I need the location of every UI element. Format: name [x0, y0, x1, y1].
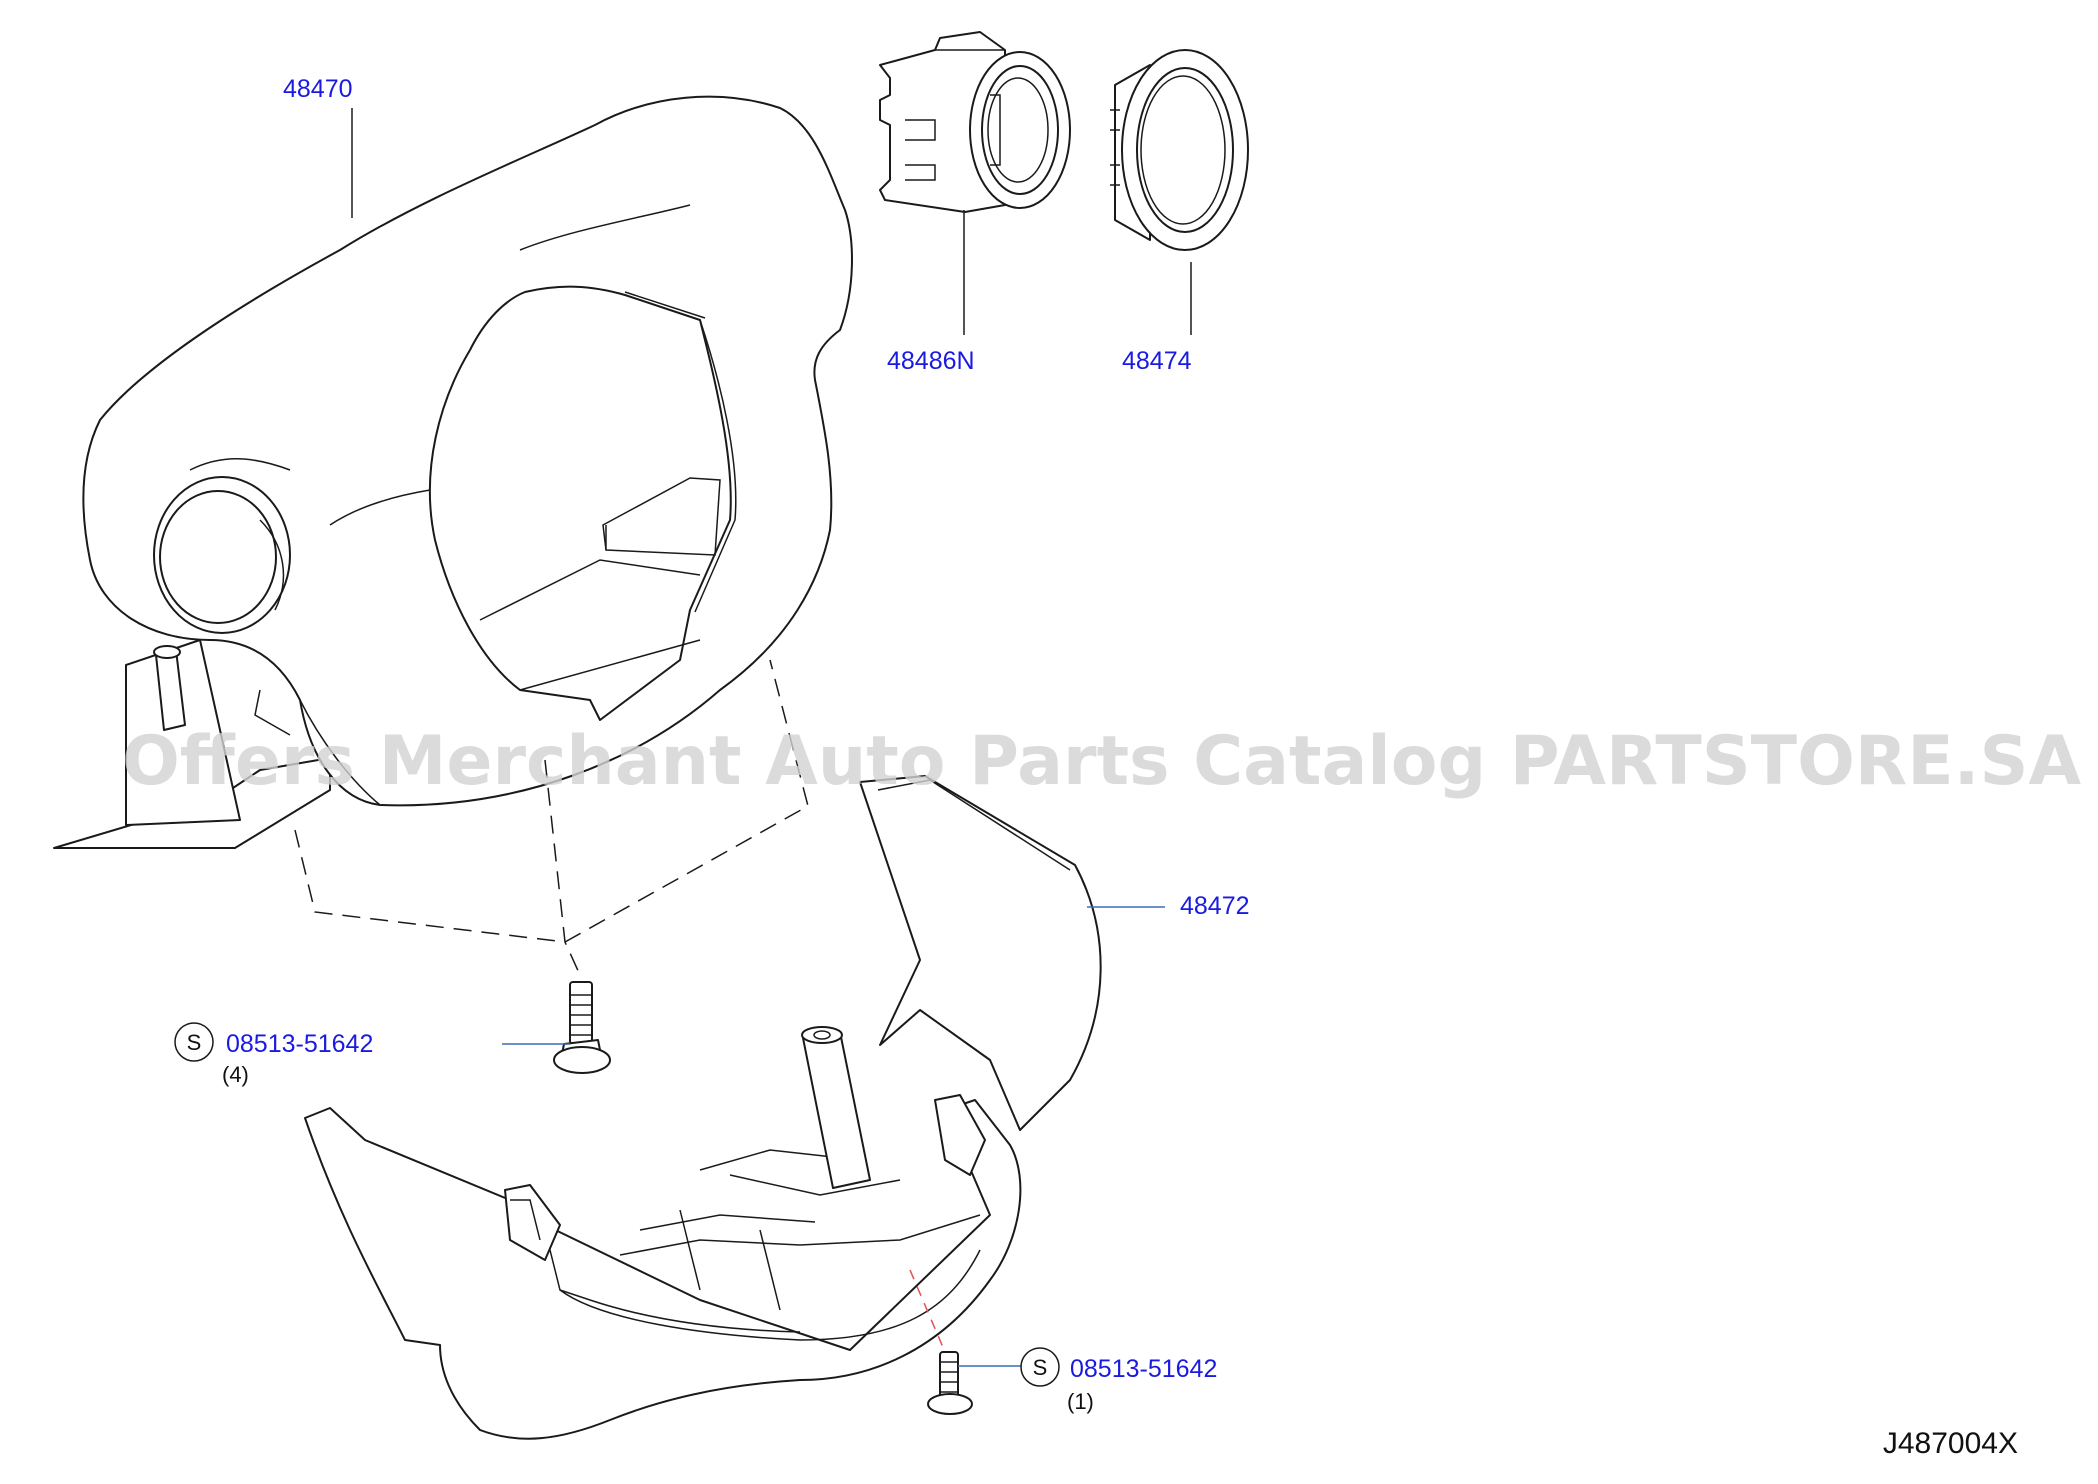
callout-48472[interactable]: 48472 [1180, 892, 1250, 920]
callout-08513-51642-a[interactable]: 08513-51642 [226, 1030, 373, 1058]
quantity-a: (4) [222, 1062, 249, 1087]
standard-part-symbol-letter: S [1033, 1355, 1048, 1380]
callout-48470[interactable]: 48470 [283, 75, 353, 103]
watermark: Offers Merchant Auto Parts Catalog PARTS… [122, 722, 2081, 801]
callout-48486n[interactable]: 48486N [887, 347, 975, 375]
quantity-b: (1) [1067, 1389, 1094, 1414]
callout-screw-a[interactable]: S 08513-51642 (4) [174, 1022, 373, 1087]
standard-part-symbol-letter: S [187, 1030, 202, 1055]
standard-part-symbol [1020, 1347, 1060, 1387]
key-ring-housing[interactable] [879, 31, 1071, 213]
leader-lines [351, 108, 1192, 1367]
callout-08513-51642-b[interactable]: 08513-51642 [1070, 1355, 1217, 1383]
assembly-guide-lines [294, 659, 946, 1353]
screw-upper[interactable] [553, 981, 611, 1074]
callout-48474[interactable]: 48474 [1122, 347, 1192, 375]
diagram-code: J487004X [1883, 1427, 2018, 1460]
key-ring-bezel[interactable] [1110, 49, 1249, 251]
callout-screw-b[interactable]: S 08513-51642 (1) [1020, 1347, 1217, 1414]
upper-column-cover[interactable] [53, 95, 853, 849]
standard-part-symbol [174, 1022, 214, 1062]
lower-column-cover[interactable] [304, 775, 1102, 1440]
screw-lower[interactable] [927, 1351, 973, 1415]
